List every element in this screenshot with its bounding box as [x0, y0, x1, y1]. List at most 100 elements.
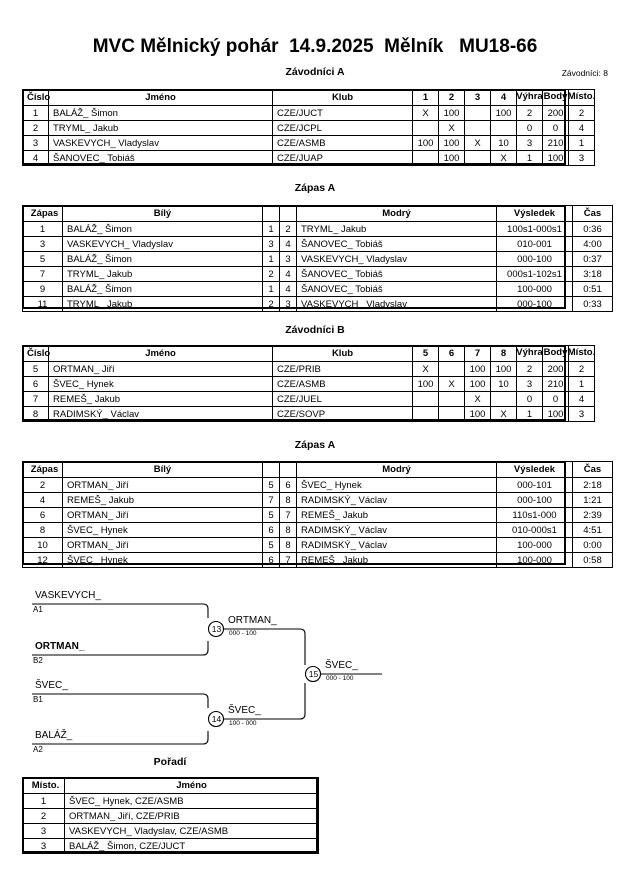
cell-blue-number: 7: [279, 552, 297, 568]
cell-vs-4: X: [490, 150, 517, 166]
cell-white-player: BALÁŽ_ Šimon: [62, 251, 263, 267]
cell-vs-1: X: [412, 105, 439, 121]
cell-club: CZE/JUEL: [272, 391, 413, 407]
bracket-entry-seed: B2: [33, 656, 43, 665]
header-white: Bílý: [62, 461, 263, 478]
cell-vs-6: [438, 391, 465, 407]
header-name: Jméno: [48, 89, 273, 106]
table-row: 3 VASKEVYCH_ Vladyslav 3 4 ŠANOVEC_ Tobi…: [22, 236, 613, 252]
table-row: 4 ŠANOVEC_ Tobiáš CZE/JUAP 100 X 1 100 3: [22, 150, 595, 166]
header-match: Zápas: [22, 205, 63, 222]
match-header-row: Zápas Bílý Modrý Výsledek Čas: [22, 461, 613, 478]
cell-blue-number: 8: [279, 522, 297, 538]
cell-result: 100-000: [496, 537, 573, 553]
cell-white-number: 1: [262, 221, 280, 237]
cell-match-number: 6: [22, 507, 63, 523]
cell-blue-player: VASKEVYCH_ Vladyslav: [296, 251, 497, 267]
cell-blue-number: 2: [279, 221, 297, 237]
cell-number: 8: [22, 406, 49, 422]
cell-white-player: ŠVEC_ Hynek: [62, 522, 263, 538]
cell-points: 200: [542, 361, 569, 377]
cell-white-player: BALÁŽ_ Šimon: [62, 281, 263, 297]
table-row: 6 ŠVEC_ Hynek CZE/ASMB 100 X 100 10 3 21…: [22, 376, 595, 392]
bracket-winner-name: ŠVEC_: [228, 705, 261, 716]
header-number: Číslo: [22, 89, 50, 106]
header-match: Zápas: [22, 461, 63, 478]
cell-wins: 3: [516, 135, 543, 151]
cell-wins: 2: [516, 361, 543, 377]
cell-name: ORTMAN_ Jiří: [48, 361, 273, 377]
cell-white-number: 6: [262, 522, 280, 538]
cell-points: 100: [542, 150, 569, 166]
cell-number: 1: [22, 105, 49, 121]
cell-blue-number: 4: [279, 236, 297, 252]
bracket-score: 000 - 100: [326, 675, 354, 682]
cell-result: 010-001: [496, 236, 573, 252]
cell-vs-5: X: [412, 361, 439, 377]
match-table-group-a: Zápas Bílý Modrý Výsledek Čas 1 BALÁŽ_ Š…: [22, 205, 613, 312]
cell-number: 3: [22, 135, 49, 151]
standings-table-group-a: Číslo Jméno Klub 1 2 3 4 Výhra Body Míst…: [22, 89, 595, 166]
cell-blue-player: ŠANOVEC_ Tobiáš: [296, 281, 497, 297]
ranking-header-row: Místo. Jméno: [22, 777, 319, 794]
header-points: Body: [542, 345, 569, 362]
cell-time: 0:58: [572, 552, 613, 568]
cell-result: 000-100: [496, 492, 573, 508]
cell-vs-4: [490, 120, 517, 136]
cell-blue-number: 4: [279, 266, 297, 282]
cell-white-player: TRYML_ Jakub: [62, 296, 263, 312]
final-ranking-table: Místo. Jméno 1 ŠVEC_ Hynek, CZE/ASMB 2 O…: [22, 777, 319, 854]
header-spacer-2: [279, 461, 297, 478]
cell-number: 5: [22, 361, 49, 377]
bracket-entry-seed: B1: [33, 695, 43, 704]
cell-vs-7: X: [464, 391, 491, 407]
bracket-entry-name: BALÁŽ_: [35, 730, 73, 741]
bracket-score: 000 - 100: [229, 630, 257, 637]
cell-match-number: 5: [22, 251, 63, 267]
cell-blue-player: ŠANOVEC_ Tobiáš: [296, 266, 497, 282]
cell-wins: 1: [516, 150, 543, 166]
bracket-lines: [32, 603, 382, 745]
header-opponent-6: 6: [438, 345, 465, 362]
cell-place: 4: [568, 391, 595, 407]
table-row: 1 ŠVEC_ Hynek, CZE/ASMB: [22, 793, 319, 809]
cell-match-number: 10: [22, 537, 63, 553]
header-wins: Výhra: [516, 345, 543, 362]
cell-vs-7: 100: [464, 406, 491, 422]
cell-white-player: BALÁŽ_ Šimon: [62, 221, 263, 237]
cell-wins: 0: [516, 391, 543, 407]
header-spacer-2: [279, 205, 297, 222]
cell-match-number: 12: [22, 552, 63, 568]
cell-white-number: 5: [262, 507, 280, 523]
cell-blue-number: 4: [279, 281, 297, 297]
cell-name: RADIMSKÝ_ Václav: [48, 406, 273, 422]
table-row: 5 ORTMAN_ Jiří CZE/PRIB X 100 100 2 200 …: [22, 361, 595, 377]
header-opponent-1: 1: [412, 89, 439, 106]
cell-result: 100s1-000s1: [496, 221, 573, 237]
cell-number: 7: [22, 391, 49, 407]
table-row: 1 BALÁŽ_ Šimon CZE/JUCT X 100 100 2 200 …: [22, 105, 595, 121]
cell-result: 110s1-000: [496, 507, 573, 523]
cell-white-player: TRYML_ Jakub: [62, 266, 263, 282]
cell-points: 100: [542, 406, 569, 422]
group-a-caption: Závodníci A: [285, 66, 345, 78]
cell-vs-2: 100: [438, 150, 465, 166]
header-opponent-4: 4: [490, 89, 517, 106]
cell-blue-number: 6: [279, 477, 297, 493]
cell-white-number: 2: [262, 296, 280, 312]
header-name: Jméno: [64, 777, 319, 794]
table-row: 10 ORTMAN_ Jiří 5 8 RADIMSKÝ_ Václav 100…: [22, 537, 613, 553]
cell-name: ŠVEC_ Hynek, CZE/ASMB: [64, 793, 319, 809]
header-place: Místo.: [568, 345, 595, 362]
cell-place: 3: [22, 823, 65, 839]
cell-club: CZE/JCPL: [272, 120, 413, 136]
cell-vs-5: [412, 406, 439, 422]
table-row: 2 TRYML_ Jakub CZE/JCPL X 0 0 4: [22, 120, 595, 136]
cell-blue-player: RADIMSKÝ_ Václav: [296, 537, 497, 553]
table-row: 5 BALÁŽ_ Šimon 1 3 VASKEVYCH_ Vladyslav …: [22, 251, 613, 267]
cell-club: CZE/JUCT: [272, 105, 413, 121]
cell-time: 3:18: [572, 266, 613, 282]
table-row: 1 BALÁŽ_ Šimon 1 2 TRYML_ Jakub 100s1-00…: [22, 221, 613, 237]
table-row: 9 BALÁŽ_ Šimon 1 4 ŠANOVEC_ Tobiáš 100-0…: [22, 281, 613, 297]
cell-club: CZE/ASMB: [272, 376, 413, 392]
